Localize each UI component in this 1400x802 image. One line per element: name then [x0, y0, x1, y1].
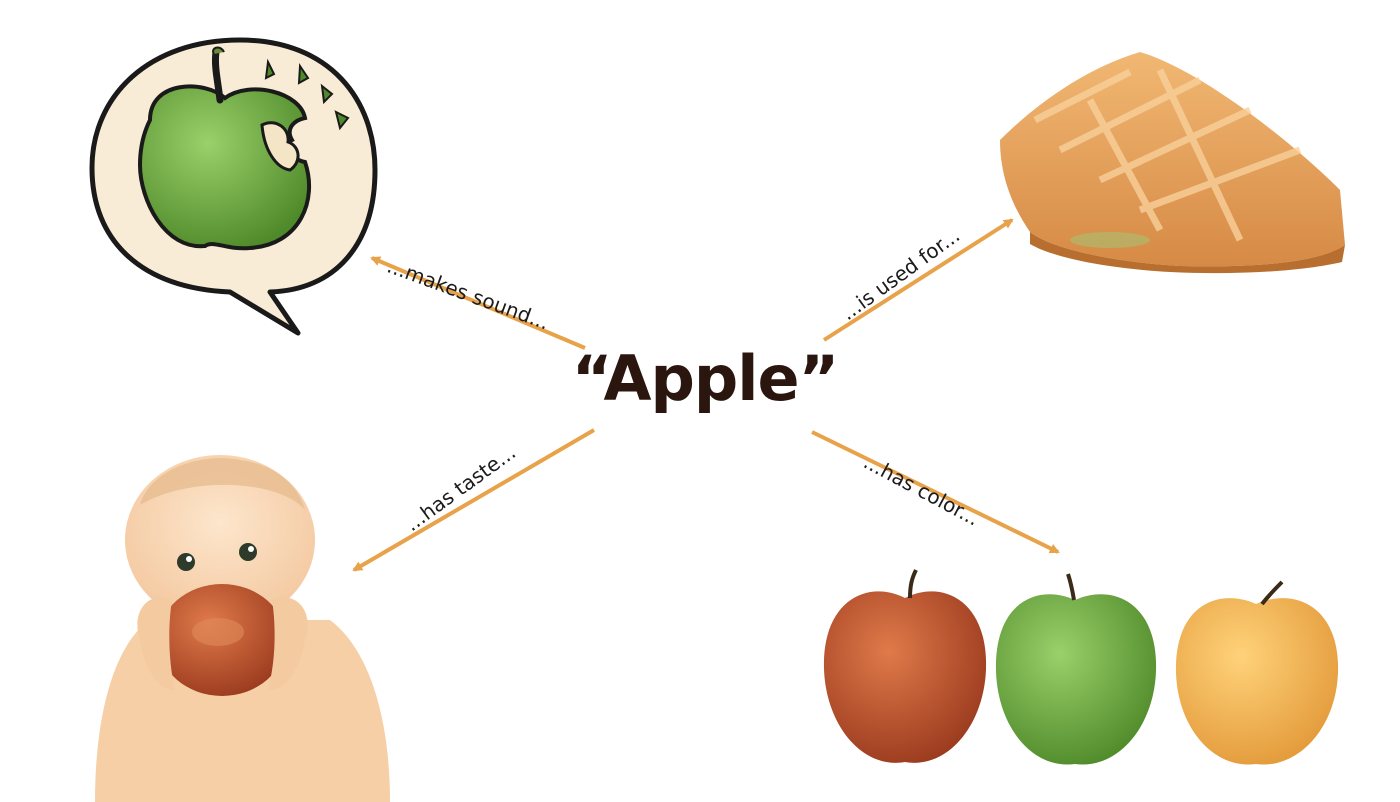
- yellow-apple-icon: [1175, 580, 1339, 765]
- center-word: “Apple”: [571, 342, 840, 415]
- apple-pie-slice-icon: [1000, 52, 1345, 274]
- baby-eating-apple-icon: [95, 455, 390, 802]
- arrow-has-color: [811, 430, 1060, 554]
- red-apple-icon: [823, 569, 987, 763]
- speech-bubble-bitten-apple-icon: [89, 37, 378, 336]
- green-apple-icon: [995, 573, 1157, 765]
- arrow-makes-sound: [370, 256, 586, 350]
- arrow-has-taste: [352, 428, 596, 572]
- three-apples-icon: [823, 569, 1339, 765]
- arrow-is-used-for: [822, 218, 1014, 342]
